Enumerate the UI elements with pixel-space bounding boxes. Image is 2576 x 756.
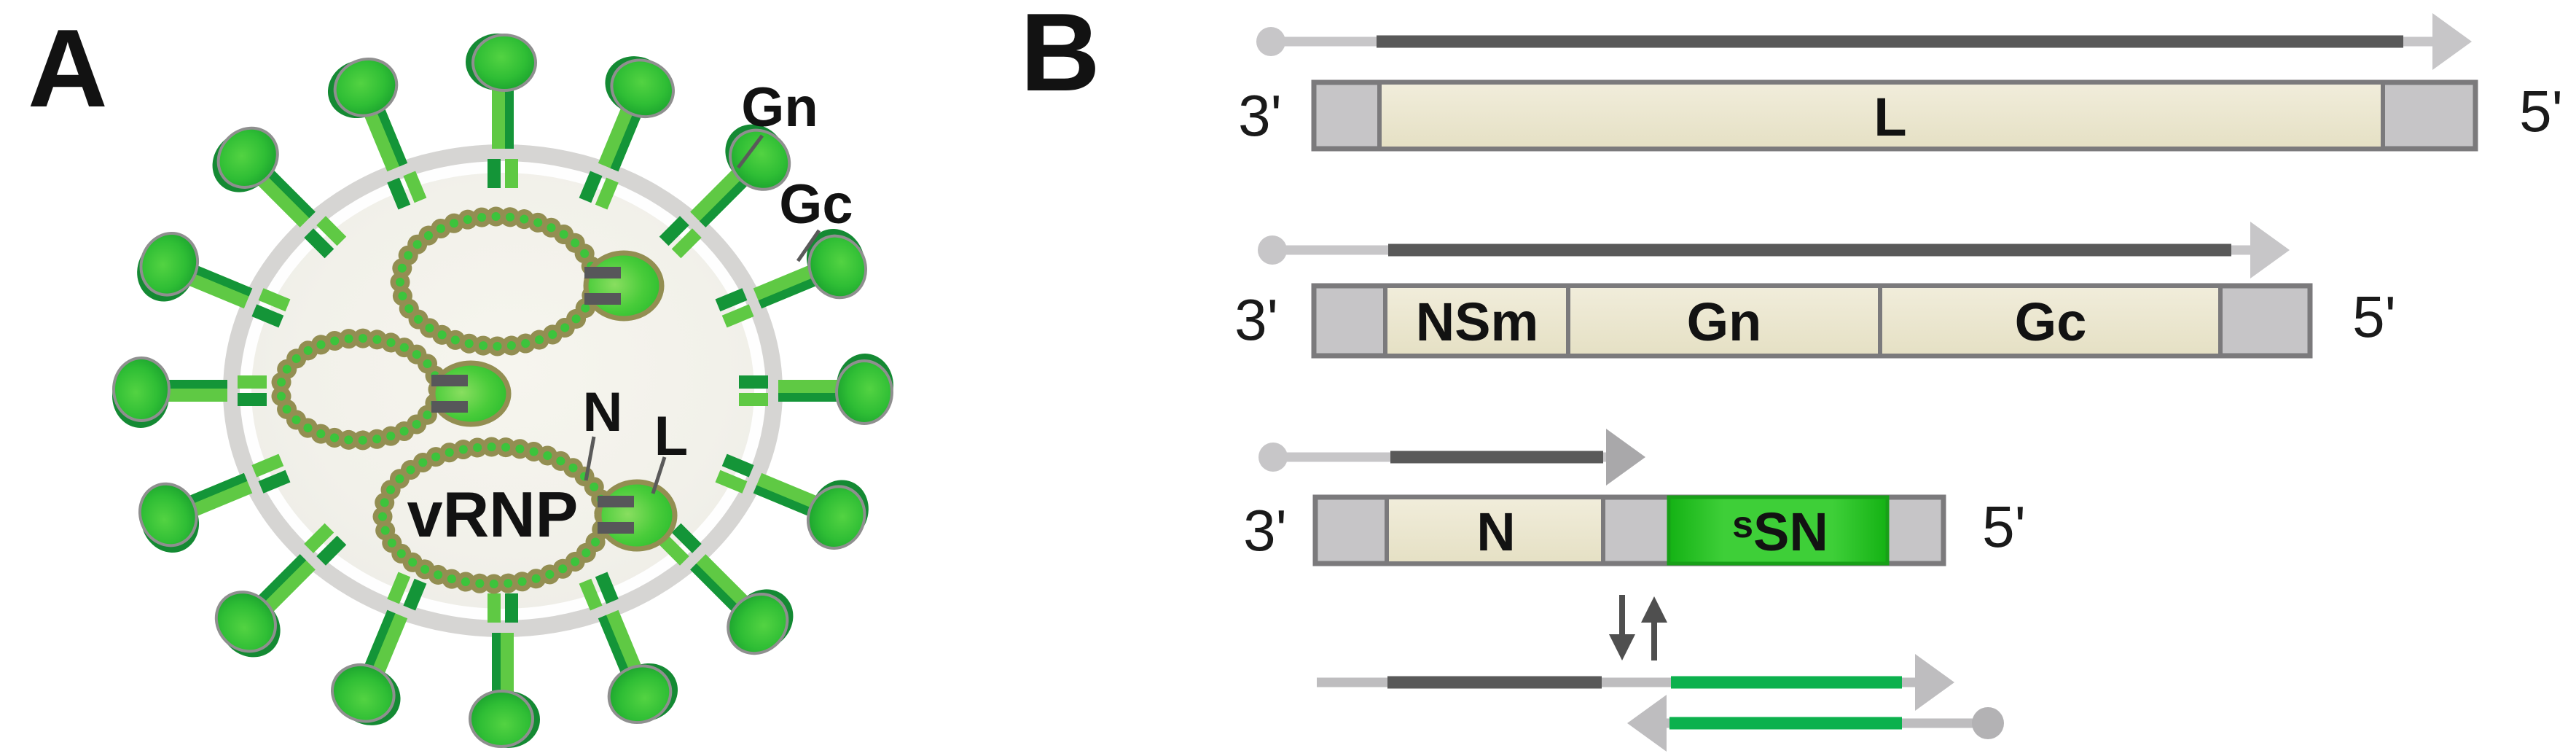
panel-a: A: [28, 7, 895, 749]
gn-label: Gn: [741, 77, 818, 139]
connector-bar: [431, 375, 468, 386]
nsm-gene-label: NSm: [1416, 292, 1539, 352]
m-segment-5prime: 5': [2352, 284, 2396, 349]
l-polymerase-body: [596, 479, 678, 552]
gc-gene-label: Gc: [2015, 292, 2087, 352]
ssn-main: SN: [1753, 502, 1828, 562]
mrna-cap-ball: [1972, 707, 2004, 739]
ssn-gene-box: [1667, 495, 1890, 566]
transcription-diagram: [1317, 595, 2004, 752]
vrnp-label: vRNP: [407, 478, 579, 550]
l-segment-mrna-arrow: [1256, 13, 2472, 70]
l-polymerase-top: [583, 250, 665, 322]
l-label: L: [654, 405, 688, 467]
down-arrow-head: [1609, 634, 1635, 660]
ssn-gene-label: sSN: [1732, 502, 1828, 562]
ssn-superscript: s: [1732, 504, 1753, 546]
antigenome-strand: [1317, 654, 1954, 711]
connector-bar: [431, 401, 468, 413]
s-segment-3prime: 3': [1243, 498, 1287, 563]
strand-arrowhead-left: [1627, 695, 1667, 752]
l-gene-box: [1377, 80, 2385, 151]
s-segment-5prime: 5': [1982, 494, 2026, 559]
connector-bar: [598, 522, 634, 534]
l-segment-3prime: 3': [1238, 83, 1282, 148]
virion: Gn Gc N L vRNP: [111, 32, 895, 749]
ssn-mrna-strand: [1627, 695, 2004, 752]
l-polymerase-middle: [430, 360, 512, 427]
connector-bar: [598, 496, 634, 507]
l-gene-label: L: [1874, 87, 1906, 147]
gc-label: Gc: [779, 174, 853, 235]
mrna-arrowhead: [2432, 13, 2472, 70]
l-polymerase-body: [430, 360, 512, 427]
m-segment-mrna-arrow: [1258, 222, 2290, 278]
nsm-gene-box: [1383, 284, 1570, 358]
s-segment: 3' N sSN 5': [1243, 429, 2026, 566]
n-gene-box: [1385, 495, 1605, 566]
gc-leader-line: [796, 229, 821, 262]
leader-lines: [584, 134, 821, 494]
panel-b: B 3' L 5' 3': [1020, 0, 2563, 752]
l-leader-line: [651, 456, 667, 494]
up-arrow-head: [1641, 596, 1667, 623]
panel-b-letter: B: [1020, 0, 1100, 114]
connector-bar: [584, 293, 621, 305]
l-segment: 3' L 5': [1238, 13, 2563, 152]
l-segment-5prime: 5': [2519, 79, 2563, 144]
gc-gene-box: [1878, 284, 2223, 358]
n-gene-label: N: [1476, 502, 1515, 562]
l-polymerase-bottom: [596, 479, 678, 552]
mrna-arrowhead: [2250, 222, 2290, 278]
n-leader-line: [584, 436, 596, 481]
m-segment-3prime: 3': [1234, 287, 1278, 352]
strand-arrowhead-right: [1915, 654, 1954, 711]
s-segment-mrna-arrow: [1258, 429, 1645, 486]
gn-leader-line: [737, 134, 764, 169]
m-segment: 3' NSm Gn Gc 5': [1234, 222, 2396, 359]
mrna-arrowhead: [1606, 429, 1645, 486]
l-polymerase-body: [583, 250, 665, 322]
gn-gene-label: Gn: [1687, 292, 1762, 352]
panel-a-letter: A: [28, 7, 108, 130]
connector-bar: [584, 267, 621, 278]
n-label: N: [583, 381, 623, 443]
replication-arrows: [1609, 595, 1667, 660]
